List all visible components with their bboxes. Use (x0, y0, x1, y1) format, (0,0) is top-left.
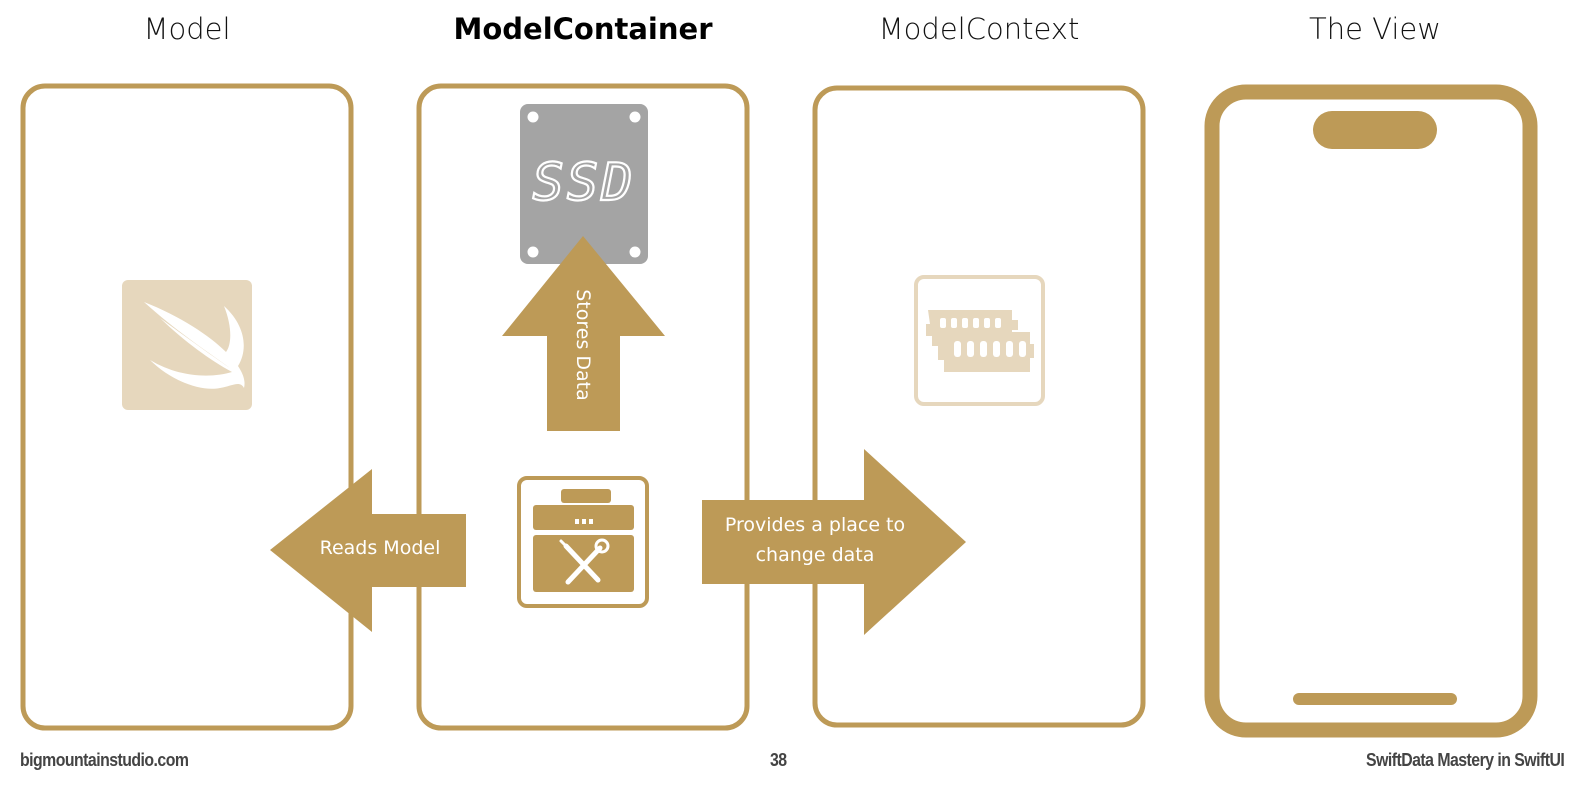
reads-model-arrow (270, 469, 466, 632)
toolbox-icon (517, 476, 649, 608)
phone-frame (1204, 84, 1538, 738)
footer-book-title: SwiftData Mastery in SwiftUI (1365, 750, 1565, 770)
ssd-icon: SSD (520, 104, 648, 264)
memory-ram-icon (914, 275, 1045, 406)
stores-data-arrow (502, 236, 665, 431)
footer-site: bigmountainstudio.com (20, 750, 189, 770)
reads-model-label: Reads Model (319, 537, 441, 559)
provides-label-line2: change data (755, 544, 875, 566)
ssd-label: SSD (533, 153, 636, 213)
model-panel (20, 83, 354, 731)
model-column-title: Model (143, 12, 231, 46)
phone-home-indicator (1293, 693, 1457, 705)
swift-logo-icon (122, 280, 252, 410)
provides-arrow (702, 449, 966, 635)
model-context-column-title: ModelContext (878, 12, 1080, 46)
provides-label-line1: Provides a place to (724, 514, 906, 536)
phone-dynamic-island (1313, 111, 1437, 149)
footer-page-number: 38 (770, 750, 787, 770)
view-column-title: The View (1309, 12, 1441, 46)
stores-data-label: Stores Data (572, 289, 594, 401)
model-container-column-title: ModelContainer (453, 12, 713, 46)
model-container-panel (416, 83, 750, 731)
tools-icon (559, 538, 610, 585)
model-context-panel (812, 85, 1146, 728)
